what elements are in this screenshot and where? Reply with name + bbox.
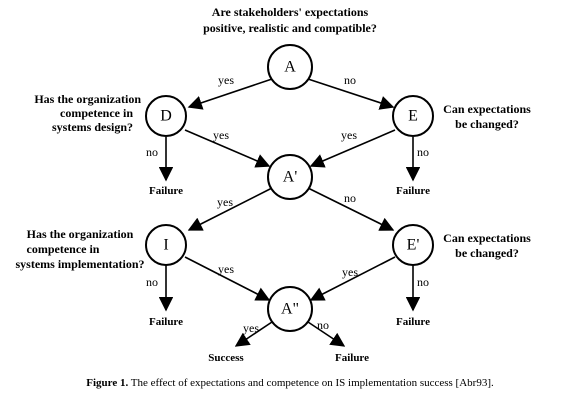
question-i-line2: competence in [27,242,100,256]
outcome-success: Success [208,352,244,364]
edge-label-a1-i: yes [217,195,233,209]
question-d-line2: competence in [60,106,133,120]
caption-prefix: Figure 1. [86,377,128,389]
node-e-prime-label: E' [407,237,420,254]
outcome-failure-a2: Failure [335,352,369,364]
edge-label-a2-success: yes [243,321,259,335]
outcome-failure-e: Failure [396,185,430,197]
figure-caption: Figure 1. The effect of expectations and… [86,377,494,389]
edge-label-a2-failure: no [317,318,329,332]
node-i-label: I [163,237,168,254]
question-d-line1: Has the organization [34,92,141,106]
edge-label-i-a2: yes [218,262,234,276]
edge-label-a1-e1: no [344,191,356,205]
node-a-prime-label: A' [283,169,298,186]
node-a: A [267,44,313,90]
node-a-prime: A' [267,154,313,200]
edge-label-d-a1: yes [213,128,229,142]
node-e-label: E [408,108,418,125]
node-e-prime: E' [392,224,434,266]
node-a-label: A [284,59,296,76]
edge-label-d-failure: no [146,145,158,159]
question-i-line3: systems implementation? [16,257,145,271]
node-e: E [392,95,434,137]
node-d: D [145,95,187,137]
edge-a2-success [234,321,273,347]
question-top-line2: positive, realistic and compatible? [203,21,377,35]
edge-a-e [307,78,395,110]
edge-a-d [187,78,273,110]
node-a-double-prime-label: A" [281,301,299,318]
edge-label-a-d: yes [218,73,234,87]
question-e1-line1: Can expectations [443,231,531,245]
question-e-line1: Can expectations [443,102,531,116]
edge-i-a2 [184,256,271,301]
question-i-line1: Has the organization [27,227,134,241]
outcome-failure-d: Failure [149,185,183,197]
edge-label-e-a1: yes [341,128,357,142]
edge-e-a1 [309,129,396,168]
caption-text: The effect of expectations and competenc… [128,377,494,389]
outcome-failure-i: Failure [149,316,183,328]
edge-a1-i [187,187,273,231]
outcome-failure-e1: Failure [396,316,430,328]
question-top-line1: Are stakeholders' expectations [212,5,369,19]
edge-label-e1-a2: yes [342,265,358,279]
edge-label-a-e: no [344,73,356,87]
node-d-label: D [160,108,172,125]
question-e1-line2: be changed? [455,246,519,260]
question-e-line2: be changed? [455,117,519,131]
question-d-line3: systems design? [52,120,133,134]
edge-label-e-failure: no [417,145,429,159]
node-a-double-prime: A" [267,286,313,332]
edge-label-e1-failure: no [417,275,429,289]
edge-d-a1 [184,129,271,168]
edge-label-i-failure: no [146,275,158,289]
edge-a1-e1 [307,187,395,231]
node-i: I [145,224,187,266]
edge-a2-failure [307,321,346,347]
edge-e1-a2 [309,256,396,301]
